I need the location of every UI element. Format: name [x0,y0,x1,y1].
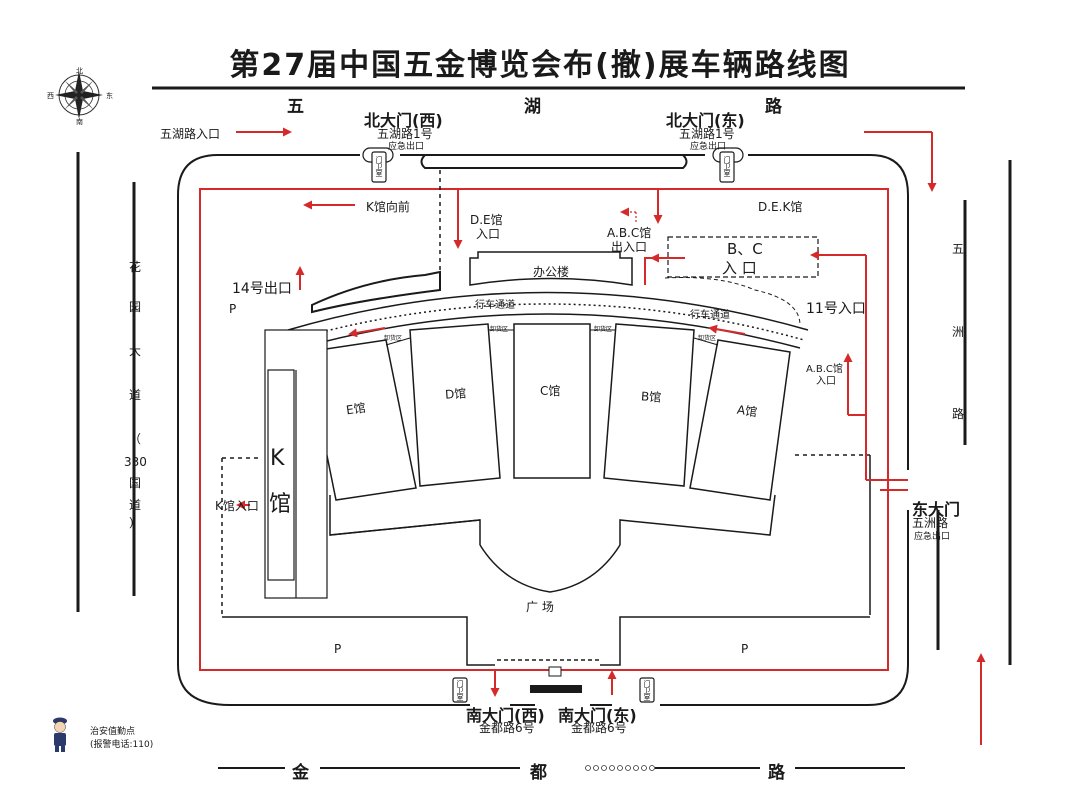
gate-north-east-name: 北大门(东) [666,111,745,130]
west-road-char-9: ） [129,516,142,530]
hall-b-label: B馆 [640,389,662,405]
unload-area-label-4: 卸货区 [698,335,717,342]
k-hall-block [264,329,328,599]
gate-north-west-note: 应急出口 [388,142,425,152]
compass-icon [55,71,103,119]
gate-south-east-name: 南大门(东) [558,706,637,725]
wuhu-entry-label: 五湖路入口 [160,127,221,141]
gate-north-east-address: 五湖路1号 [679,127,735,141]
guard-room-label-sw: 门卫室 [456,680,464,701]
gate-north-east-note: 应急出口 [690,142,727,152]
gate-north-west-name: 北大门(西) [364,111,443,130]
unload-area-label-1: 卸货区 [384,335,403,342]
hall-e-label: E馆 [345,400,367,418]
police-point-label: 治安值勤点 [90,727,136,737]
west-road-char-7: 国 [129,476,142,490]
west-road-char-8: 道 [129,498,142,512]
hall-b-block [603,323,695,487]
gate-south-west-name: 南大门(西) [466,706,545,725]
hall-d-label: D馆 [444,386,467,402]
west-road-char-2: 园 [129,300,142,314]
exit-14-structure [311,270,441,314]
gate-south-east-address: 金都路6号 [571,721,627,735]
south-gate-bar [530,685,582,693]
de-entry-label-1: D.E馆 [470,213,503,227]
abc-entry-label-2: 入口 [816,376,836,387]
gate-east-name: 东大门 [912,500,961,519]
compass-north: 北 [76,67,83,75]
lane-label-2: 行车通道 [690,310,730,321]
lane-west-arrow [348,327,386,338]
gate-east-address: 五洲路 [912,516,949,530]
k-forward-label: K馆向前 [366,200,410,214]
south-road-char-1: 金 [292,763,309,783]
west-road-char-5: （ [129,432,142,446]
lane-east-arrow [708,324,746,335]
parking-label-se: P [741,642,749,656]
exit-14-label: 14号出口 [232,281,292,297]
hall-a-label: A馆 [736,402,759,420]
abc-entry-label-1: A.B.C馆 [806,364,843,375]
police-phone-label: (报警电话:110) [90,740,154,750]
west-road-char-6: 330 [124,455,147,469]
entry-11-label: 11号入口 [806,301,866,317]
office-label: 办公楼 [533,265,570,279]
jindu-road-dots [585,765,655,771]
gate-east-note: 应急出口 [914,532,951,542]
parking-label-sw: P [334,642,342,656]
guard-room-label-se: 门卫室 [643,680,651,701]
west-road-char-1: 花 [129,260,142,274]
dek-hall-label: D.E.K馆 [758,200,803,214]
south-road-char-3: 路 [768,763,785,783]
guard-room-label-ne: 门卫室 [723,156,731,177]
compass-west: 西 [47,92,54,100]
hall-c-label: C馆 [540,384,561,398]
k-hall-char: 馆 [269,492,292,517]
venue-boundary [177,154,909,706]
north-road-char-2: 湖 [524,97,541,117]
west-road-char-3: 大 [129,344,142,358]
hall-connectors [385,329,719,346]
k-entry-label: K馆入口 [215,499,259,513]
guard-room-pillars [362,147,744,703]
north-road-char-3: 路 [765,97,782,117]
parking-label-nw: P [229,302,237,316]
de-entry-label-2: 入口 [476,227,501,241]
bc-entry-label-1: B、C [727,240,763,258]
west-road-char-4: 道 [129,388,142,402]
east-road-char-3: 路 [952,407,965,421]
office-building [469,251,633,286]
unload-area-label-2: 卸货区 [490,326,509,333]
compass-south: 南 [76,118,83,126]
compass-east: 东 [106,92,113,100]
bc-entry-label-2: 入 口 [722,259,757,277]
k-hall-letter: K [270,446,285,471]
gate-south-west-address: 金都路6号 [479,721,535,735]
south-road-char-2: 都 [530,763,547,783]
unload-area-label-3: 卸货区 [594,326,613,333]
lane-label-1: 行车通道 [475,300,515,311]
page-title: 第27届中国五金博览会布(撤)展车辆路线图 [229,48,851,83]
inner-lines [221,170,871,666]
east-road-char-1: 五 [952,242,965,256]
police-figure-icon [53,717,67,752]
abc-exit-label-1: A.B.C馆 [607,226,652,240]
hall-d-block [409,323,501,487]
hall-c-block [513,323,591,479]
east-road-char-2: 洲 [952,325,965,339]
guard-room-label-nw: 门卫室 [375,156,383,177]
abc-exit-label-2: 出入口 [611,240,648,254]
gate-north-west-address: 五湖路1号 [377,127,433,141]
hall-blocks [305,323,791,501]
plaza-label: 广 场 [526,600,554,614]
road-lines [76,152,1012,769]
north-road-char-1: 五 [287,97,304,117]
route-arrows [236,127,986,745]
hall-a-block [689,339,791,501]
